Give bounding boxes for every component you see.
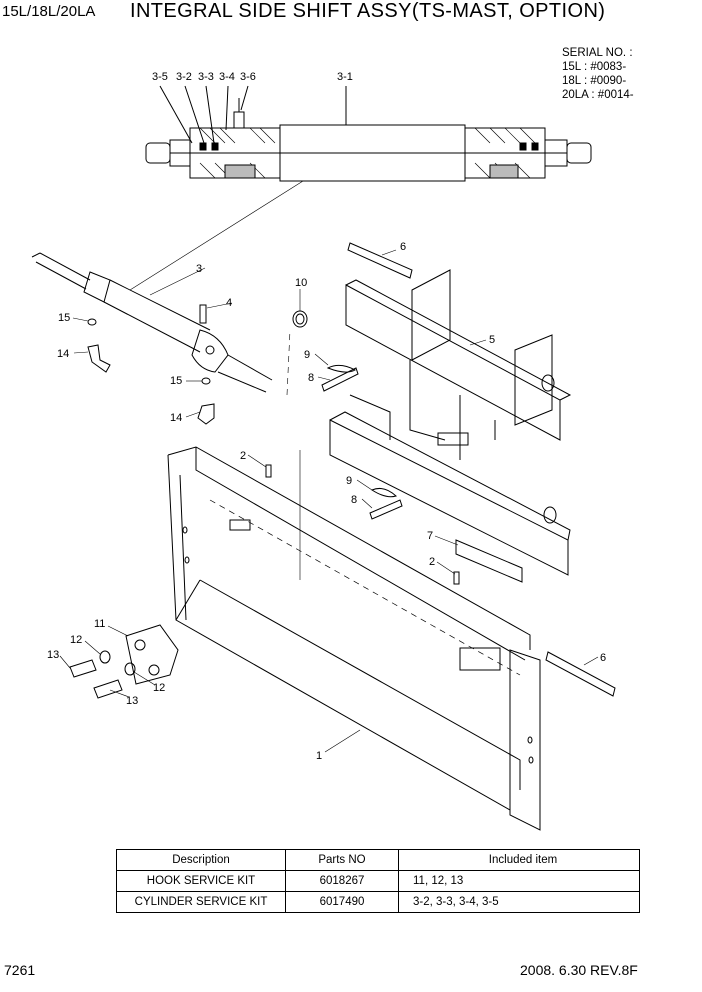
date-revision: 2008. 6.30 REV.8F — [520, 962, 638, 978]
cylinder-assembly — [31, 252, 273, 393]
callout-12: 12 — [153, 682, 165, 694]
pad-part-7 — [455, 539, 523, 583]
callout-13: 13 — [126, 695, 138, 707]
hook-part-11 — [125, 624, 179, 685]
slide-pad-part-6 — [545, 651, 616, 697]
bolt-part-13 — [93, 679, 123, 699]
callout-5: 5 — [489, 334, 495, 346]
callout-9: 9 — [304, 349, 310, 361]
washer-part-15 — [87, 318, 97, 326]
side-shifter-upper — [345, 269, 572, 460]
callout-8: 8 — [308, 372, 314, 384]
callout-12: 12 — [70, 634, 82, 646]
table-cell-description: HOOK SERVICE KIT — [116, 870, 286, 892]
bolt-part-2 — [453, 571, 460, 585]
side-shifter-lower — [329, 394, 571, 576]
callout-6: 6 — [400, 241, 406, 253]
table-row: CYLINDER SERVICE KIT 6017490 3-2, 3-3, 3… — [116, 891, 640, 913]
bolt-part-2 — [265, 464, 272, 478]
column-header: Parts NO — [285, 849, 399, 871]
callout-15: 15 — [170, 375, 182, 387]
callout-10: 10 — [295, 277, 307, 289]
fitting-part-14 — [87, 344, 111, 373]
table-cell-part-no: 6018267 — [285, 870, 399, 892]
callout-3-5: 3-5 — [152, 71, 168, 83]
pin-part-8 — [321, 367, 359, 392]
callout-15: 15 — [58, 312, 70, 324]
page-number: 7261 — [4, 962, 36, 978]
page-title: INTEGRAL SIDE SHIFT ASSY(TS-MAST, OPTION… — [130, 0, 606, 22]
callout-1: 1 — [316, 750, 322, 762]
callout-3-4: 3-4 — [219, 71, 235, 83]
washer-part-12 — [99, 650, 111, 664]
pin-part-4 — [199, 304, 207, 324]
serial-line: 20LA : #0014- — [562, 89, 634, 101]
service-kit-table: Description Parts NO Included item HOOK … — [116, 849, 640, 913]
callout-3-6: 3-6 — [240, 71, 256, 83]
callout-6: 6 — [600, 652, 606, 664]
exploded-view-diagram: 3-5 3-2 3-3 3-4 3-6 3-1 3 4 15 14 15 14 … — [31, 71, 616, 831]
callout-14: 14 — [170, 412, 182, 424]
callout-3-3: 3-3 — [198, 71, 214, 83]
callout-4: 4 — [226, 297, 232, 309]
column-header: Included item — [398, 849, 640, 871]
callout-3: 3 — [196, 263, 202, 275]
serial-line: 18L : #0090- — [562, 75, 627, 87]
callout-7: 7 — [427, 530, 433, 542]
slide-pad-part-6 — [347, 242, 413, 279]
pin-part-8 — [369, 499, 403, 520]
table-cell-included: 11, 12, 13 — [398, 870, 640, 892]
table-row: HOOK SERVICE KIT 6018267 11, 12, 13 — [116, 870, 640, 892]
table-header-row: Description Parts NO Included item — [116, 849, 640, 871]
model-label: 15L/18L/20LA — [2, 3, 96, 20]
callout-13: 13 — [47, 649, 59, 661]
callout-3-1: 3-1 — [337, 71, 353, 83]
table-cell-part-no: 6017490 — [285, 891, 399, 913]
serial-line: 15L : #0083- — [562, 61, 627, 73]
clip-part-9 — [326, 364, 357, 373]
callout-3-2: 3-2 — [176, 71, 192, 83]
washer-part-15 — [201, 377, 211, 385]
table-cell-description: CYLINDER SERVICE KIT — [116, 891, 286, 913]
o-ring-part-10 — [292, 310, 308, 328]
callout-9: 9 — [346, 475, 352, 487]
bolt-part-13 — [69, 659, 97, 678]
callout-14: 14 — [57, 348, 69, 360]
serial-heading: SERIAL NO. : — [562, 47, 633, 59]
callout-2: 2 — [240, 450, 246, 462]
callout-8: 8 — [351, 494, 357, 506]
serial-number-block: SERIAL NO. : 15L : #0083- 18L : #0090- 2… — [562, 46, 634, 102]
column-header: Description — [116, 849, 286, 871]
carriage-frame — [167, 446, 541, 831]
fitting-part-14 — [197, 403, 215, 425]
callout-11: 11 — [94, 618, 105, 630]
table-cell-included: 3-2, 3-3, 3-4, 3-5 — [398, 891, 640, 913]
clip-part-9 — [370, 488, 397, 498]
cylinder-section-view — [145, 85, 592, 182]
callout-2: 2 — [429, 556, 435, 568]
washer-part-12 — [124, 662, 136, 676]
